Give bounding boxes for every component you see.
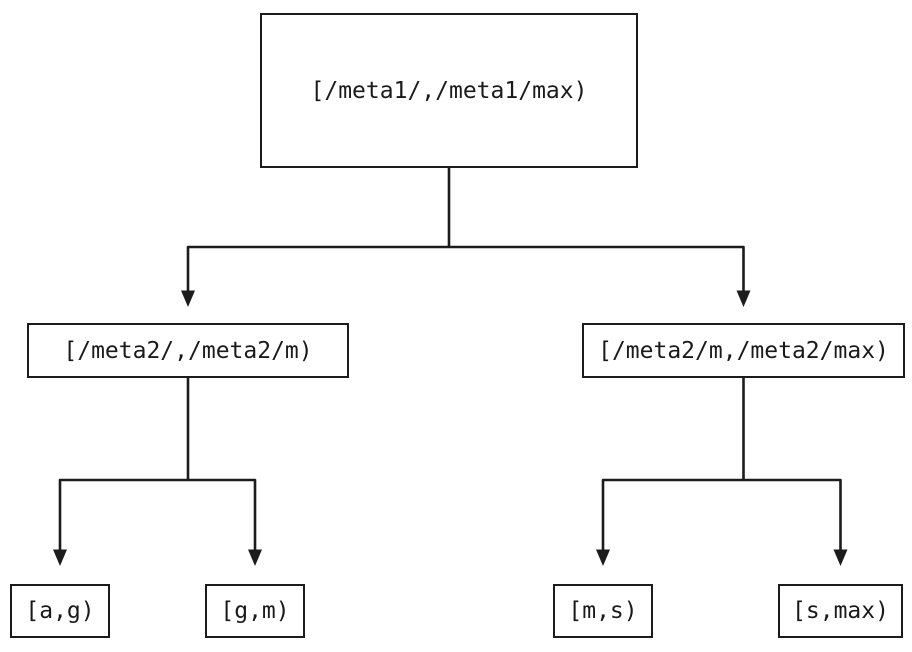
node-leaf-gm: [g,m) [205, 584, 305, 638]
node-meta2-low-label: [/meta2/,/meta2/m) [63, 337, 313, 364]
arrowhead-down-icon [596, 549, 610, 566]
edge-root-to-children [186, 245, 745, 291]
node-meta2-high: [/meta2/m,/meta2/max) [582, 323, 905, 378]
node-leaf-gm-label: [g,m) [220, 598, 290, 624]
node-leaf-ms-label: [m,s) [568, 598, 638, 624]
node-meta2-low: [/meta2/,/meta2/m) [27, 323, 349, 378]
arrowhead-down-icon [248, 549, 262, 566]
node-leaf-smax-label: [s,max) [792, 598, 889, 624]
arrowhead-down-icon [736, 290, 751, 307]
node-root: [/meta1/,/meta1/max) [260, 13, 638, 168]
node-root-label: [/meta1/,/meta1/max) [310, 77, 588, 104]
edge-meta2-high-to-children [601, 478, 842, 550]
arrowhead-down-icon [833, 549, 848, 566]
node-meta2-high-label: [/meta2/m,/meta2/max) [598, 337, 889, 364]
arrowhead-down-icon [181, 290, 195, 307]
node-leaf-ag-label: [a,g) [25, 598, 95, 624]
node-leaf-smax: [s,max) [778, 584, 903, 638]
arrowhead-down-icon [53, 549, 67, 566]
node-leaf-ag: [a,g) [10, 584, 110, 638]
edge-meta2-low-to-children [58, 478, 257, 550]
node-leaf-ms: [m,s) [553, 584, 653, 638]
